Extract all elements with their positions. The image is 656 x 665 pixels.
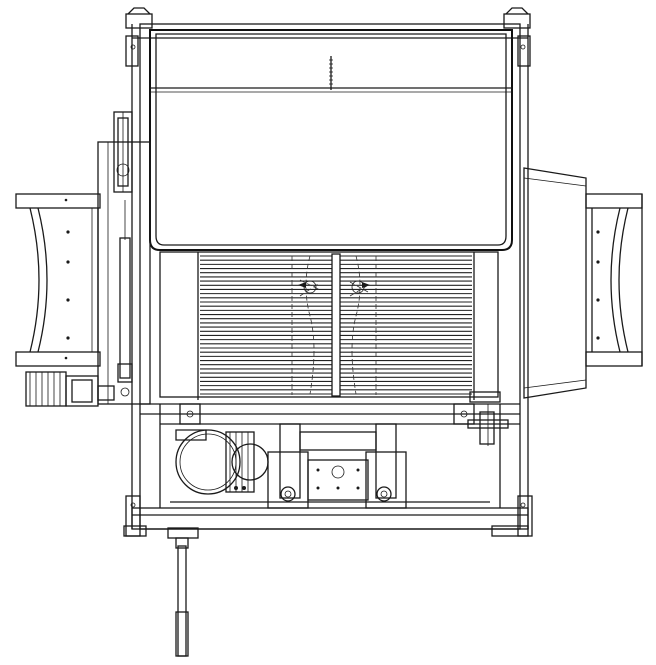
- main-frame: [131, 23, 529, 530]
- lift-mechanism: [267, 423, 407, 509]
- grate-panel: [159, 251, 499, 400]
- left-conveyor-wing: [15, 193, 101, 367]
- lower-frame: [140, 403, 520, 508]
- left-drive-assembly: [97, 111, 151, 405]
- gear-motor: [25, 371, 115, 407]
- corner-brackets: [123, 7, 533, 537]
- hopper: [149, 29, 513, 251]
- right-latch: [467, 391, 509, 446]
- electric-motor: [175, 429, 269, 495]
- bottom-handle: [167, 527, 199, 657]
- right-conveyor-wing: [523, 167, 643, 399]
